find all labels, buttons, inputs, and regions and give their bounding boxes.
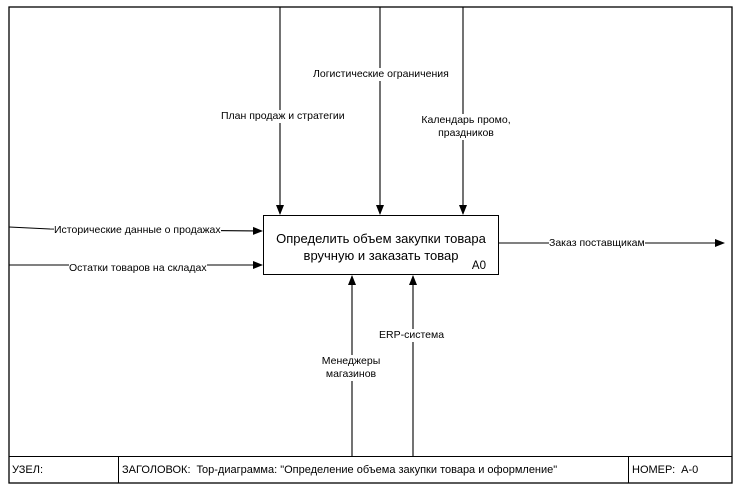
mechanism-label-erp: ERP-система [379, 329, 445, 342]
footer-title-label: ЗАГОЛОВОК: [122, 464, 191, 476]
input-label-stock: Остатки товаров на складах [69, 262, 207, 275]
mechanism-label-managers: Менеджеры магазинов [309, 355, 393, 381]
footer-number-cell: НОМЕР: А-0 [628, 457, 732, 483]
output-label-orders: Заказ поставщикам [549, 237, 645, 250]
footer-node-label: УЗЕЛ: [12, 464, 44, 476]
function-box-title: Определить объем закупки товара вручную … [276, 231, 486, 263]
control-label-calendar: Календарь промо, праздников [416, 114, 516, 140]
control-label-logistics: Логистические ограничения [313, 68, 449, 81]
title-block: УЗЕЛ: ЗАГОЛОВОК: Top-диаграмма: "Определ… [9, 456, 732, 483]
footer-number-label: НОМЕР: [632, 464, 676, 476]
function-box: Определить объем закупки товара вручную … [263, 215, 499, 275]
diagram-frame [8, 6, 733, 484]
footer-number-value: А-0 [681, 464, 699, 476]
footer-title-value: Top-диаграмма: "Определение объема закуп… [196, 464, 558, 476]
control-label-plan: План продаж и стратегии [221, 110, 345, 123]
footer-node-cell: УЗЕЛ: [9, 457, 118, 483]
input-label-history: Исторические данные о продажах [54, 224, 221, 237]
function-box-id: A0 [471, 260, 486, 272]
footer-title-cell: ЗАГОЛОВОК: Top-диаграмма: "Определение о… [118, 457, 628, 483]
